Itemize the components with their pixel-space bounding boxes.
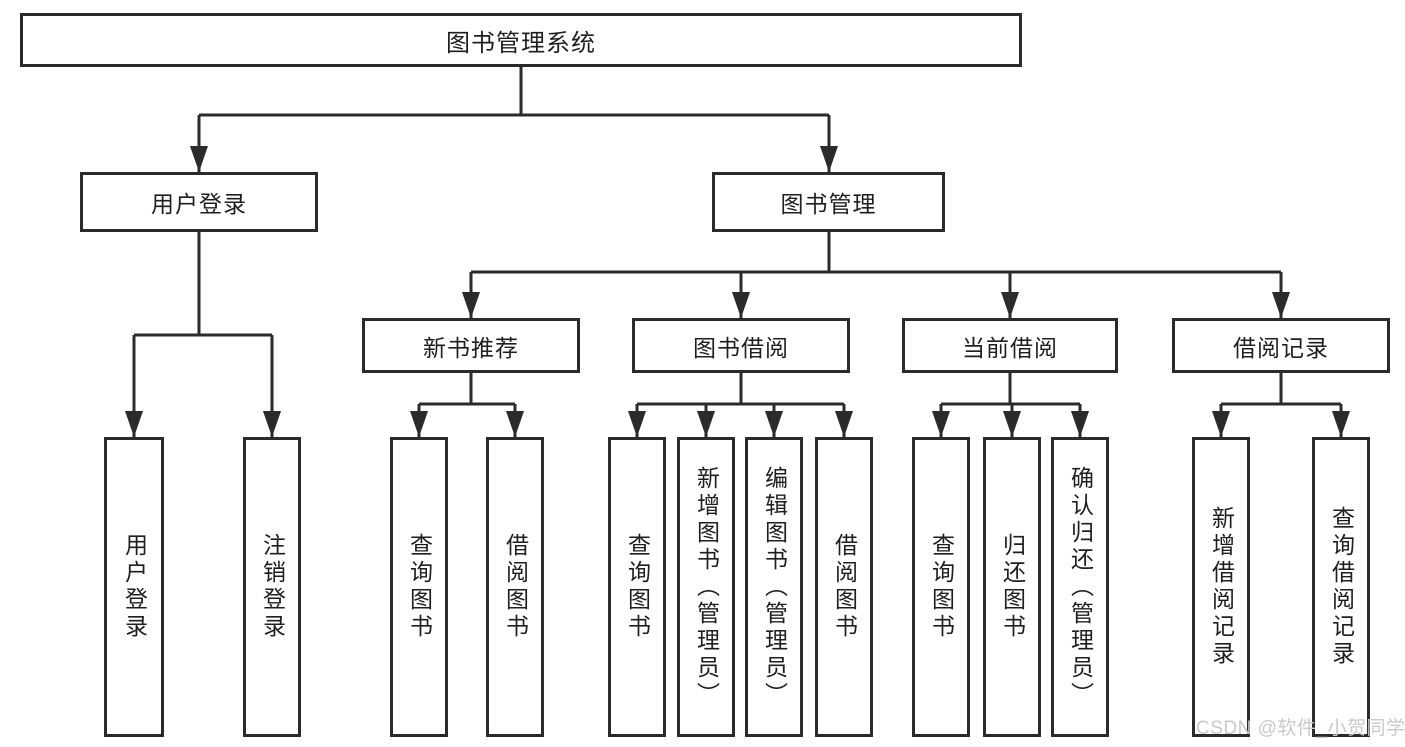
node-leaf-q3[interactable]: 查询图书 — [912, 437, 970, 737]
arrowhead — [1071, 411, 1089, 437]
node-leaf-addrec[interactable]: 新增借阅记录 — [1192, 437, 1250, 737]
node-label: 借阅记录 — [1233, 334, 1329, 361]
node-login[interactable]: 用户登录 — [80, 172, 318, 232]
watermark-label: CSDN @软件_小贺同学 — [1196, 718, 1405, 739]
node-label: 图书借阅 — [693, 334, 789, 361]
arrowhead — [732, 292, 750, 318]
node-leaf-add[interactable]: 新增图书（管理员） — [677, 437, 735, 737]
arrowhead — [1003, 411, 1021, 437]
node-root[interactable]: 图书管理系统 — [20, 13, 1022, 67]
node-leaf-b1[interactable]: 借阅图书 — [486, 437, 544, 737]
node-newbook[interactable]: 新书推荐 — [362, 318, 580, 373]
arrowhead — [628, 411, 646, 437]
node-label: 查询图书 — [406, 533, 433, 641]
node-leaf-ret[interactable]: 归还图书 — [983, 437, 1041, 737]
node-label: 新增借阅记录 — [1208, 506, 1235, 668]
arrowhead — [697, 411, 715, 437]
node-current[interactable]: 当前借阅 — [902, 318, 1118, 373]
arrowhead — [835, 411, 853, 437]
node-label: 新增图书（管理员） — [693, 465, 720, 709]
node-label: 当前借阅 — [962, 334, 1058, 361]
node-label: 查询图书 — [928, 533, 955, 641]
node-label: 归还图书 — [999, 533, 1026, 641]
node-label: 查询图书 — [624, 533, 651, 641]
node-records[interactable]: 借阅记录 — [1172, 318, 1390, 373]
arrowhead — [932, 411, 950, 437]
node-label: 图书管理系统 — [446, 29, 596, 57]
node-label: 借阅图书 — [831, 533, 858, 641]
node-label: 注销登录 — [259, 533, 286, 641]
arrowhead — [410, 411, 428, 437]
arrowhead — [1272, 292, 1290, 318]
node-leaf-edit[interactable]: 编辑图书（管理员） — [745, 437, 803, 737]
node-leaf-logout[interactable]: 注销登录 — [243, 437, 301, 737]
node-leaf-qrec[interactable]: 查询借阅记录 — [1312, 437, 1370, 737]
node-label: 图书管理 — [780, 191, 877, 217]
node-leaf-login[interactable]: 用户登录 — [104, 437, 164, 737]
arrowhead — [1001, 292, 1019, 318]
node-leaf-conf[interactable]: 确认归还（管理员） — [1051, 437, 1109, 737]
node-label: 借阅图书 — [502, 533, 529, 641]
arrowhead — [506, 411, 524, 437]
arrowhead — [190, 146, 208, 172]
arrowhead — [1332, 411, 1350, 437]
arrowhead — [1212, 411, 1230, 437]
arrowhead — [820, 146, 838, 172]
node-leaf-q2[interactable]: 查询图书 — [608, 437, 666, 737]
node-leaf-b2[interactable]: 借阅图书 — [815, 437, 873, 737]
node-borrow[interactable]: 图书借阅 — [632, 318, 850, 373]
arrowhead — [462, 292, 480, 318]
arrowhead — [263, 411, 281, 437]
node-label: 查询借阅记录 — [1328, 506, 1355, 668]
node-bookmgmt[interactable]: 图书管理 — [712, 172, 945, 232]
node-label: 新书推荐 — [423, 334, 519, 361]
node-leaf-q1[interactable]: 查询图书 — [390, 437, 448, 737]
arrowhead — [765, 411, 783, 437]
node-label: 编辑图书（管理员） — [761, 465, 788, 709]
node-label: 用户登录 — [151, 191, 247, 217]
node-label: 用户登录 — [121, 533, 148, 641]
node-label: 确认归还（管理员） — [1067, 465, 1094, 709]
arrowhead — [125, 411, 143, 437]
